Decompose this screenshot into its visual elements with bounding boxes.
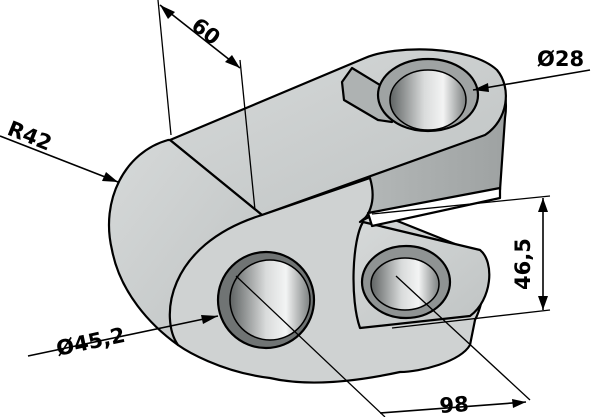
dimension-r42: R42: [0, 116, 119, 183]
arrowhead-98-right: [512, 399, 526, 408]
leader-r42: [0, 135, 119, 183]
extension-line-60-left: [157, 0, 172, 136]
extension-line-46-5-bottom: [391, 309, 551, 329]
arrowhead-60-right: [225, 55, 240, 68]
top-bore-inner: [389, 69, 467, 131]
dimension-label-46-5: 46,5: [511, 238, 535, 290]
large-bore-inner: [229, 259, 311, 341]
dimension-dia28: Ø28: [472, 47, 591, 92]
fork-slot: [366, 186, 502, 228]
leader-dia28: [472, 69, 591, 91]
centerline-small-bore: [395, 275, 531, 401]
extension-line-46-5-top: [371, 195, 551, 215]
dimension-line-60: [159, 4, 241, 69]
dimension-label-60: 60: [187, 13, 225, 50]
arrowhead-dia28: [473, 83, 489, 92]
dimension-label-98: 98: [439, 392, 470, 417]
arrowhead-r42: [102, 172, 118, 182]
extension-line-60-right: [239, 59, 256, 211]
fork-part: [107, 48, 507, 384]
dimension-98: 98: [235, 275, 531, 417]
arrowhead-46-5-top: [538, 198, 548, 212]
dimension-label-dia45-2: Ø45,2: [54, 323, 127, 361]
part-main-body: [107, 138, 264, 347]
dimension-label-dia28: Ø28: [537, 47, 584, 71]
dimension-46-5: 46,5: [371, 195, 551, 329]
dimension-line-98: [379, 401, 527, 414]
leader-dia45-2: [27, 315, 219, 357]
arrowhead-dia45-2: [201, 315, 218, 324]
arrowhead-60-left: [160, 5, 175, 19]
dimension-label-r42: R42: [4, 116, 55, 155]
arrowhead-46-5-bottom: [538, 296, 548, 310]
centerline-large-bore: [235, 275, 386, 417]
